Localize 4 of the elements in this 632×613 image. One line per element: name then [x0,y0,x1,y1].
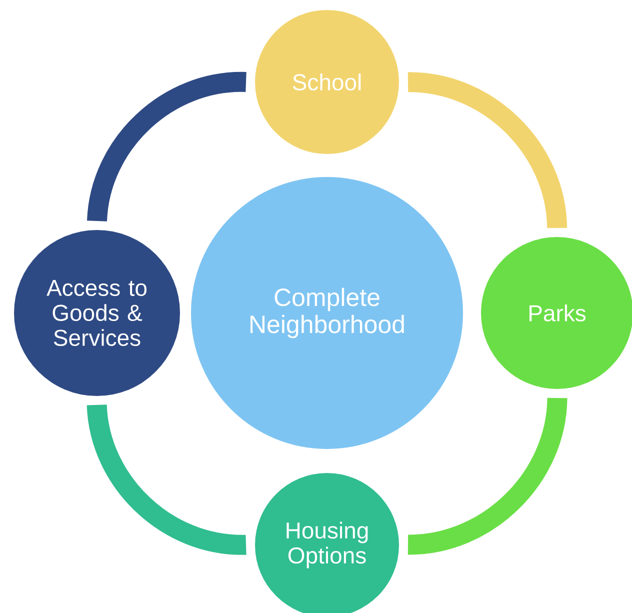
ring-arc [86,404,246,555]
ring-arc [407,397,568,555]
ring-arc [407,72,568,229]
ring-arc [87,72,246,222]
